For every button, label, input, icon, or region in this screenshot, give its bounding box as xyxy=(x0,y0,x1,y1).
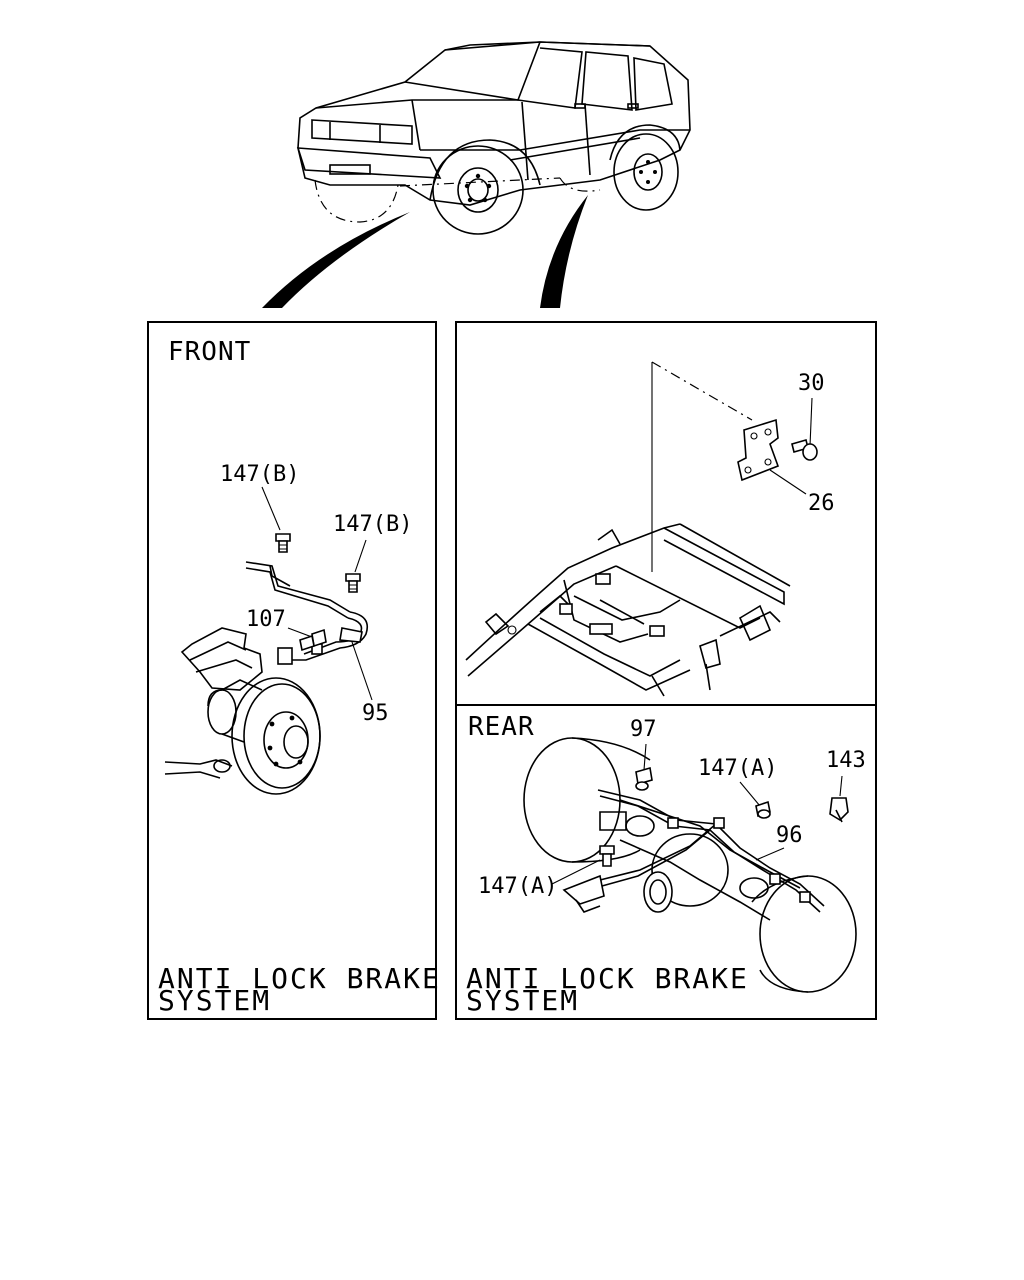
bracket-26 xyxy=(737,418,780,482)
callout-147b-lower: 147(B) xyxy=(333,512,412,537)
callout-30: 30 xyxy=(798,371,825,396)
callout-95: 95 xyxy=(362,701,389,726)
front-speed-sensor-harness xyxy=(245,561,369,665)
bolt-147b-upper xyxy=(275,533,291,553)
clip-143 xyxy=(829,797,849,823)
rear-panel: REAR 97 147(A) 143 96 147(A) xyxy=(455,704,877,1020)
bolt-147a-upper xyxy=(755,800,771,819)
chassis-frame xyxy=(465,523,791,697)
rear-panel-border xyxy=(455,704,877,1020)
rear-left-drum xyxy=(523,737,651,863)
callout-143: 143 xyxy=(826,748,866,773)
callout-26: 26 xyxy=(808,491,835,516)
front-caption-line2: SYSTEM xyxy=(158,984,271,1017)
rear-speed-sensor-harness xyxy=(562,789,825,913)
callout-107: 107 xyxy=(246,607,286,632)
rear-caption-line1: ANTI LOCK BRAKE xyxy=(466,962,749,995)
vehicle-illustration xyxy=(262,41,691,308)
callout-147a-lower: 147(A) xyxy=(478,874,557,899)
front-heading: FRONT xyxy=(168,337,251,367)
callout-96: 96 xyxy=(776,823,803,848)
bolt-147b-lower xyxy=(345,573,361,593)
bolt-30 xyxy=(791,439,818,461)
rear-axle-housing xyxy=(599,799,801,921)
frame-panel: 30 26 xyxy=(455,321,877,706)
bolt-107 xyxy=(299,628,327,652)
callout-147b-upper: 147(B) xyxy=(220,462,299,487)
rear-caption-line2: SYSTEM xyxy=(466,984,579,1017)
callout-97: 97 xyxy=(630,717,657,742)
front-caption-line1: ANTI LOCK BRAKE xyxy=(158,962,441,995)
front-panel: FRONT 147(B) 147(B) 107 95 xyxy=(147,321,441,1020)
callout-147a-upper: 147(A) xyxy=(698,756,777,781)
front-knuckle-rotor xyxy=(164,627,321,795)
front-panel-border xyxy=(147,321,437,1020)
bolt-147a-lower xyxy=(599,845,615,867)
rear-heading: REAR xyxy=(468,712,535,742)
rear-sensor-97 xyxy=(635,766,653,791)
